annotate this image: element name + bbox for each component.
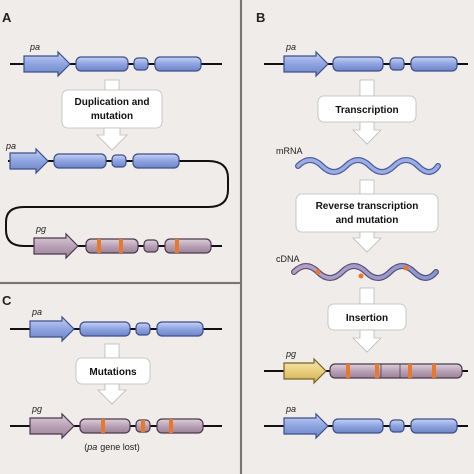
panel-a-gene-pg — [33, 232, 212, 260]
panel-c-label-pa: pa — [31, 307, 42, 317]
promoter-arrow-icon — [283, 50, 329, 78]
panel-c-gene-pa — [10, 315, 222, 343]
step-box — [295, 193, 439, 233]
exon — [133, 57, 149, 71]
exon — [410, 418, 458, 434]
exon — [135, 322, 151, 336]
panel-b-label-pa-bottom: pa — [285, 404, 296, 414]
panel-a-gene-pa-duplicate — [5, 147, 229, 247]
panel-b-label-pa-top: pa — [285, 42, 296, 52]
panel-b-gene-pa-bottom — [264, 412, 468, 440]
panel-b — [243, 0, 474, 474]
exon — [332, 56, 384, 72]
panel-c-label-pg: pg — [31, 404, 42, 414]
exon — [389, 57, 405, 71]
mutation-mark — [101, 419, 105, 433]
exon — [389, 419, 405, 433]
mutation-mark — [315, 269, 321, 275]
down-arrow-icon — [96, 127, 128, 151]
exon — [410, 56, 458, 72]
panel-b-gene-pg — [264, 357, 468, 385]
down-arrow-icon — [97, 383, 127, 405]
panel-b-label-pg: pg — [285, 349, 296, 359]
mutation-mark — [358, 273, 364, 279]
panel-b-step-insertion: Insertion — [327, 287, 407, 353]
mutation-mark — [346, 364, 350, 378]
mutation-mark — [141, 420, 145, 432]
panel-c-step-mutations: Mutations — [75, 343, 151, 405]
exon — [332, 418, 384, 434]
promoter-arrow-icon — [283, 412, 329, 440]
mutation-mark — [119, 239, 123, 253]
step-label: Insertion — [346, 313, 388, 324]
promoter-arrow-icon — [9, 147, 49, 175]
step-label: Transcription — [335, 105, 398, 116]
exon — [111, 154, 127, 168]
panel-a-step-duplication: Duplication and mutation — [61, 79, 163, 151]
mrna-label: mRNA — [276, 146, 303, 156]
mutation-mark — [432, 364, 436, 378]
mrna-strand-highlight — [296, 158, 440, 174]
panel-b-letter: B — [256, 10, 265, 25]
exon — [156, 321, 204, 337]
mutation-mark — [403, 265, 409, 271]
panel-b-gene-pa-top — [264, 50, 468, 78]
panel-b-step-reverse-transcription: Reverse transcription and mutation — [295, 179, 439, 253]
exon — [154, 56, 202, 72]
panel-b-step-transcription: Transcription — [317, 79, 417, 145]
step-label-line2: mutation — [91, 111, 133, 122]
panel-a-gene-pa-top — [10, 50, 222, 78]
panel-c-letter: C — [2, 293, 12, 308]
step-box — [61, 89, 163, 129]
exon — [143, 239, 159, 253]
down-arrow-icon — [352, 329, 382, 353]
panel-a-letter: A — [2, 10, 12, 25]
mutation-mark — [97, 239, 101, 253]
chromosome-loop — [5, 160, 229, 247]
step-label: Mutations — [89, 367, 137, 378]
exon — [164, 238, 212, 254]
exon — [156, 418, 204, 434]
exon — [75, 56, 129, 72]
processed-exons — [329, 363, 463, 379]
exon — [132, 153, 180, 169]
down-arrow-icon — [352, 231, 382, 253]
panel-a-label-pa-top: pa — [29, 42, 40, 52]
down-arrow-icon — [352, 121, 382, 145]
mutation-mark — [408, 364, 412, 378]
step-label-line2: and mutation — [336, 215, 399, 226]
cdna-label: cDNA — [276, 254, 300, 264]
step-label-line1: Reverse transcription — [316, 201, 419, 212]
promoter-arrow-icon — [23, 50, 71, 78]
panel-a-label-pa-mid: pa — [5, 141, 16, 151]
step-label-line1: Duplication and — [75, 97, 150, 108]
mutation-mark — [169, 419, 173, 433]
note-gene: pa — [86, 442, 97, 452]
promoter-arrow-icon — [283, 357, 327, 385]
note-open-paren: ( — [84, 442, 87, 452]
exon — [53, 153, 107, 169]
note-rest: gene lost) — [100, 442, 140, 452]
panel-c-gene-pg — [10, 412, 222, 440]
exon — [79, 321, 131, 337]
promoter-arrow-icon — [33, 232, 79, 260]
promoter-arrow-icon — [29, 412, 75, 440]
promoter-arrow-icon — [29, 315, 75, 343]
mutation-mark — [175, 239, 179, 253]
exon — [85, 238, 139, 254]
panel-a-label-pg: pg — [35, 224, 46, 234]
mutation-mark — [375, 364, 379, 378]
